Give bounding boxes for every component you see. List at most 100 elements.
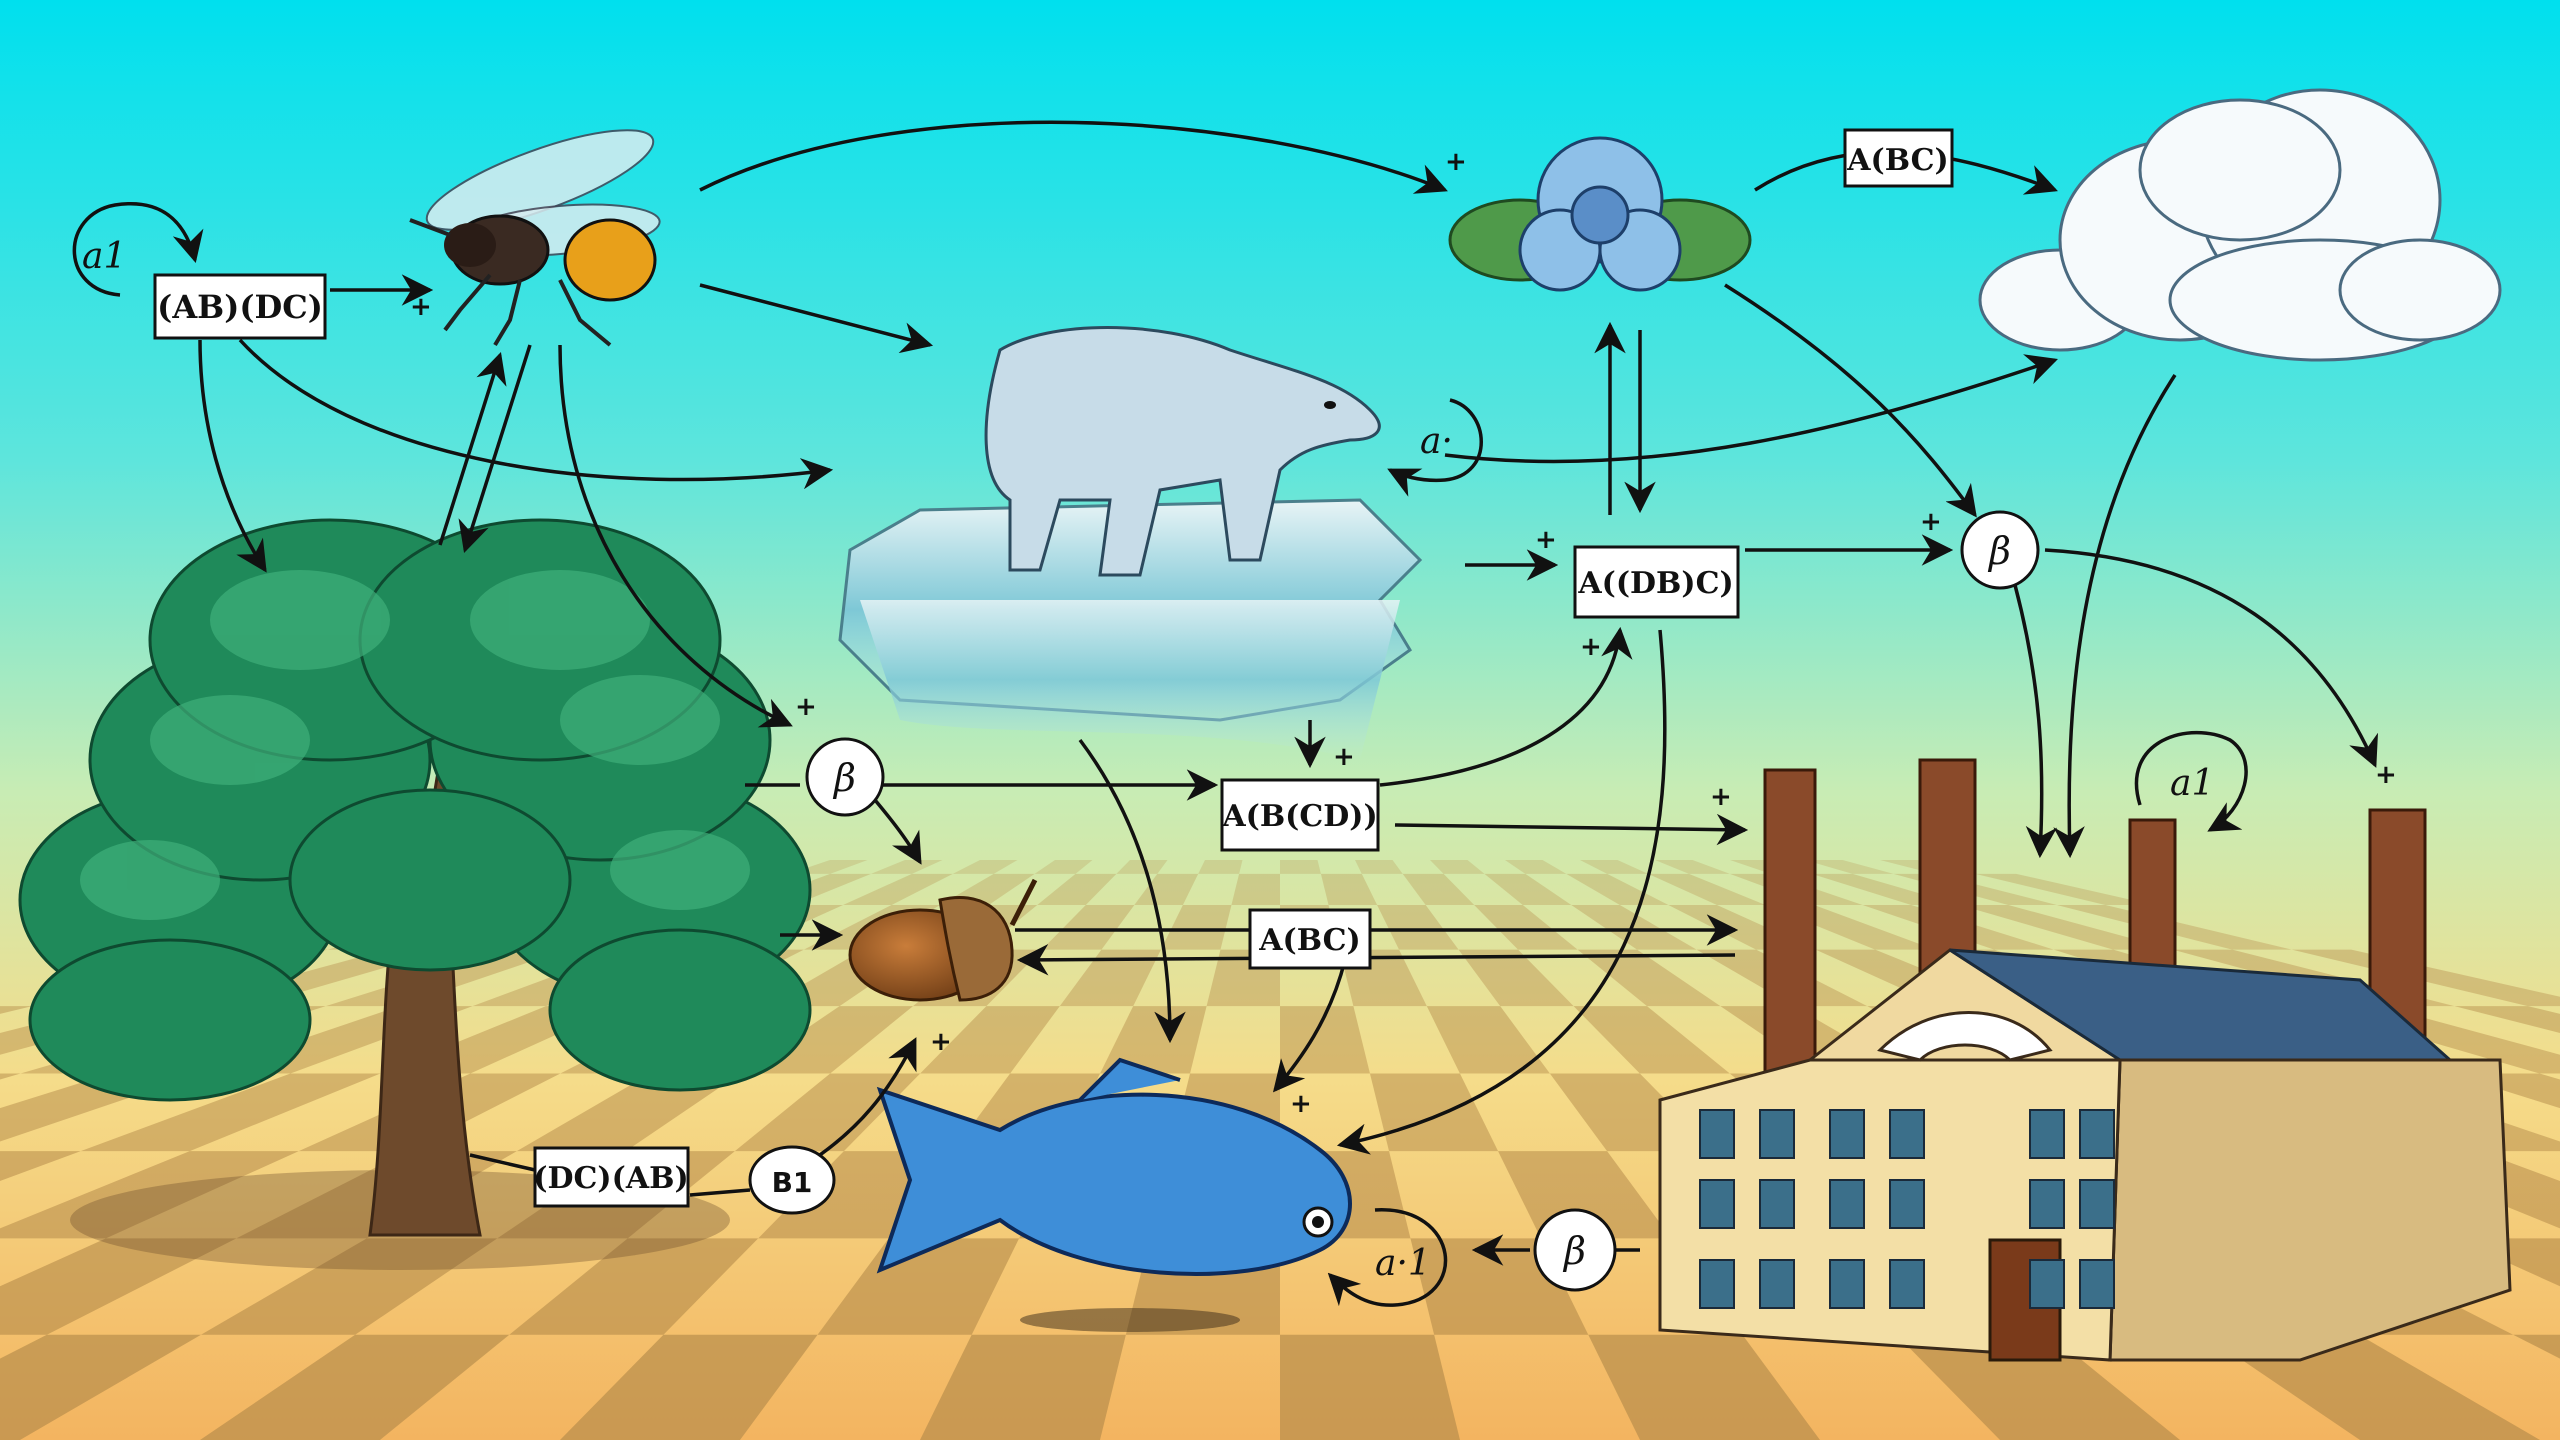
factory-window: [1889, 1179, 1925, 1229]
arrow-wasp-to-tree: [458, 344, 532, 554]
label-a-bc-mid: A(BC): [1248, 908, 1372, 970]
arrow-wasp-to-flower: [699, 120, 1448, 194]
node-beta-2: β: [1960, 510, 2040, 590]
floor-tile: [2513, 1334, 2560, 1359]
floor-tile: [201, 1238, 498, 1335]
floor-tile: [0, 1073, 21, 1080]
floor-tile: [516, 1073, 741, 1152]
floor-tile: [1355, 860, 1403, 874]
node-beta-3-text: β: [1562, 1229, 1586, 1273]
arrow-beta2-to-chimney: [2044, 548, 2378, 768]
loop-label-a1-factory: a1: [2170, 763, 2214, 804]
label-a-b-cd-text: A(B(CD)): [1221, 799, 1377, 834]
floor-tile: [509, 1238, 759, 1335]
floor-tile: [1588, 1334, 1820, 1440]
plus-sign: +: [1920, 507, 1942, 537]
arrow-abc-to-fish: [1272, 959, 1347, 1093]
factory-window: [1759, 1179, 1795, 1229]
loop-a-dot-1-fish: [1327, 1208, 1448, 1307]
floor-tile: [734, 1073, 921, 1152]
factory-window: [1699, 1179, 1735, 1229]
node-b1-text: B1: [772, 1166, 813, 1199]
arrow-dcab-to-b1: [689, 1188, 751, 1197]
fish-icon: [876, 1057, 1352, 1332]
arrow-tree-to-dcab: [469, 1153, 536, 1172]
floor-tile: [0, 1151, 299, 1239]
floor-tile: [843, 873, 953, 905]
floor-tile: [2454, 1006, 2560, 1033]
label-a-b-cd: A(B(CD)): [1220, 778, 1380, 852]
loop-a1-top-left: [72, 202, 204, 297]
arrow-beta2-to-factory: [2013, 584, 2058, 859]
arrow-beta-to-acorn: [873, 798, 922, 865]
plus-sign: +: [1710, 782, 1732, 812]
arrow-abdc-to-tree: [198, 339, 267, 573]
floor-tile: [1134, 873, 1199, 905]
floor-tile: [1280, 1334, 1460, 1440]
floor-tile: [200, 1334, 510, 1440]
floor-tile: [1959, 904, 2173, 950]
floor-tile: [1377, 904, 1459, 950]
label-ab-dc-text: (AB)(DC): [157, 288, 323, 326]
floor-tile: [1896, 1334, 2180, 1440]
wasp-icon: [409, 129, 661, 347]
floor-tile: [1116, 860, 1168, 874]
arrow-abcd-to-factory: [1394, 813, 1749, 846]
node-beta-3: β: [1533, 1208, 1617, 1292]
floor-tile: [1498, 1151, 1672, 1239]
arrow-abdc-to-bear: [238, 338, 834, 490]
arrow-flower-to-beta2: [1724, 283, 1977, 518]
floor-tile: [1474, 904, 1578, 950]
loop-label-a-dot-bear: a·: [1420, 421, 1453, 462]
arrow-wasp-to-bear: [699, 283, 934, 354]
factory-window: [1759, 1259, 1795, 1309]
loop-a-dot-bear: [1387, 398, 1483, 497]
floor-tile: [1426, 1006, 1550, 1074]
plus-sign: +: [1290, 1089, 1312, 1119]
plus-sign: +: [1580, 632, 1602, 662]
arrow-cloud-to-factory: [2053, 374, 2177, 859]
floor-tile: [1034, 860, 1093, 874]
label-dc-ab-text: (DC)(AB): [533, 1161, 688, 1196]
arrow-factory-to-acorn: [1016, 944, 1736, 976]
label-dc-ab: (DC)(AB): [533, 1146, 690, 1208]
flower-icon: [1448, 136, 1752, 292]
label-a-bc-top: A(BC): [1843, 128, 1954, 188]
floor-tile: [870, 860, 943, 874]
node-beta-1-text: β: [832, 756, 856, 800]
label-a-bc-top-text: A(BC): [1846, 143, 1948, 178]
plus-signs: + + + + + + + + + + +: [410, 147, 2397, 1119]
loop-label-a1-top-left: a1: [82, 236, 126, 277]
floor-tile: [1037, 873, 1117, 905]
factory-window: [2029, 1179, 2065, 1229]
label-a-db-c: A((DB)C): [1573, 545, 1740, 619]
plus-sign: +: [795, 692, 817, 722]
plus-sign: +: [2375, 760, 2397, 790]
arrow-wasp-to-beta: [558, 344, 793, 728]
factory-window: [1889, 1109, 1925, 1159]
floor-tile: [952, 860, 1018, 874]
floor-tile: [1280, 860, 1321, 874]
floor-tile: [1484, 873, 1572, 905]
plus-sign: +: [1445, 147, 1467, 177]
floor-tile: [0, 1151, 81, 1181]
floor-tile: [1655, 860, 1730, 874]
floor-tile: [1571, 904, 1697, 950]
floor-tile: [0, 1073, 201, 1142]
label-a-bc-mid-text: A(BC): [1258, 923, 1360, 958]
factory-window: [2079, 1109, 2115, 1159]
node-b1: B1: [748, 1145, 836, 1215]
floor-tile: [1041, 904, 1135, 950]
arrows-layer: [72, 120, 2378, 1307]
floor-tile: [1231, 873, 1280, 905]
floor-tile: [1648, 873, 1766, 905]
floor-tile: [560, 1334, 818, 1440]
label-ab-dc: (AB)(DC): [153, 273, 327, 340]
floor-tile: [1160, 904, 1232, 950]
floor-tile: [1198, 860, 1243, 874]
floor-tile: [920, 1334, 1126, 1440]
floor-tile: [1505, 860, 1567, 874]
plus-sign: +: [1333, 742, 1355, 772]
floor-tile: [1320, 873, 1378, 905]
factory-window: [1889, 1259, 1925, 1309]
